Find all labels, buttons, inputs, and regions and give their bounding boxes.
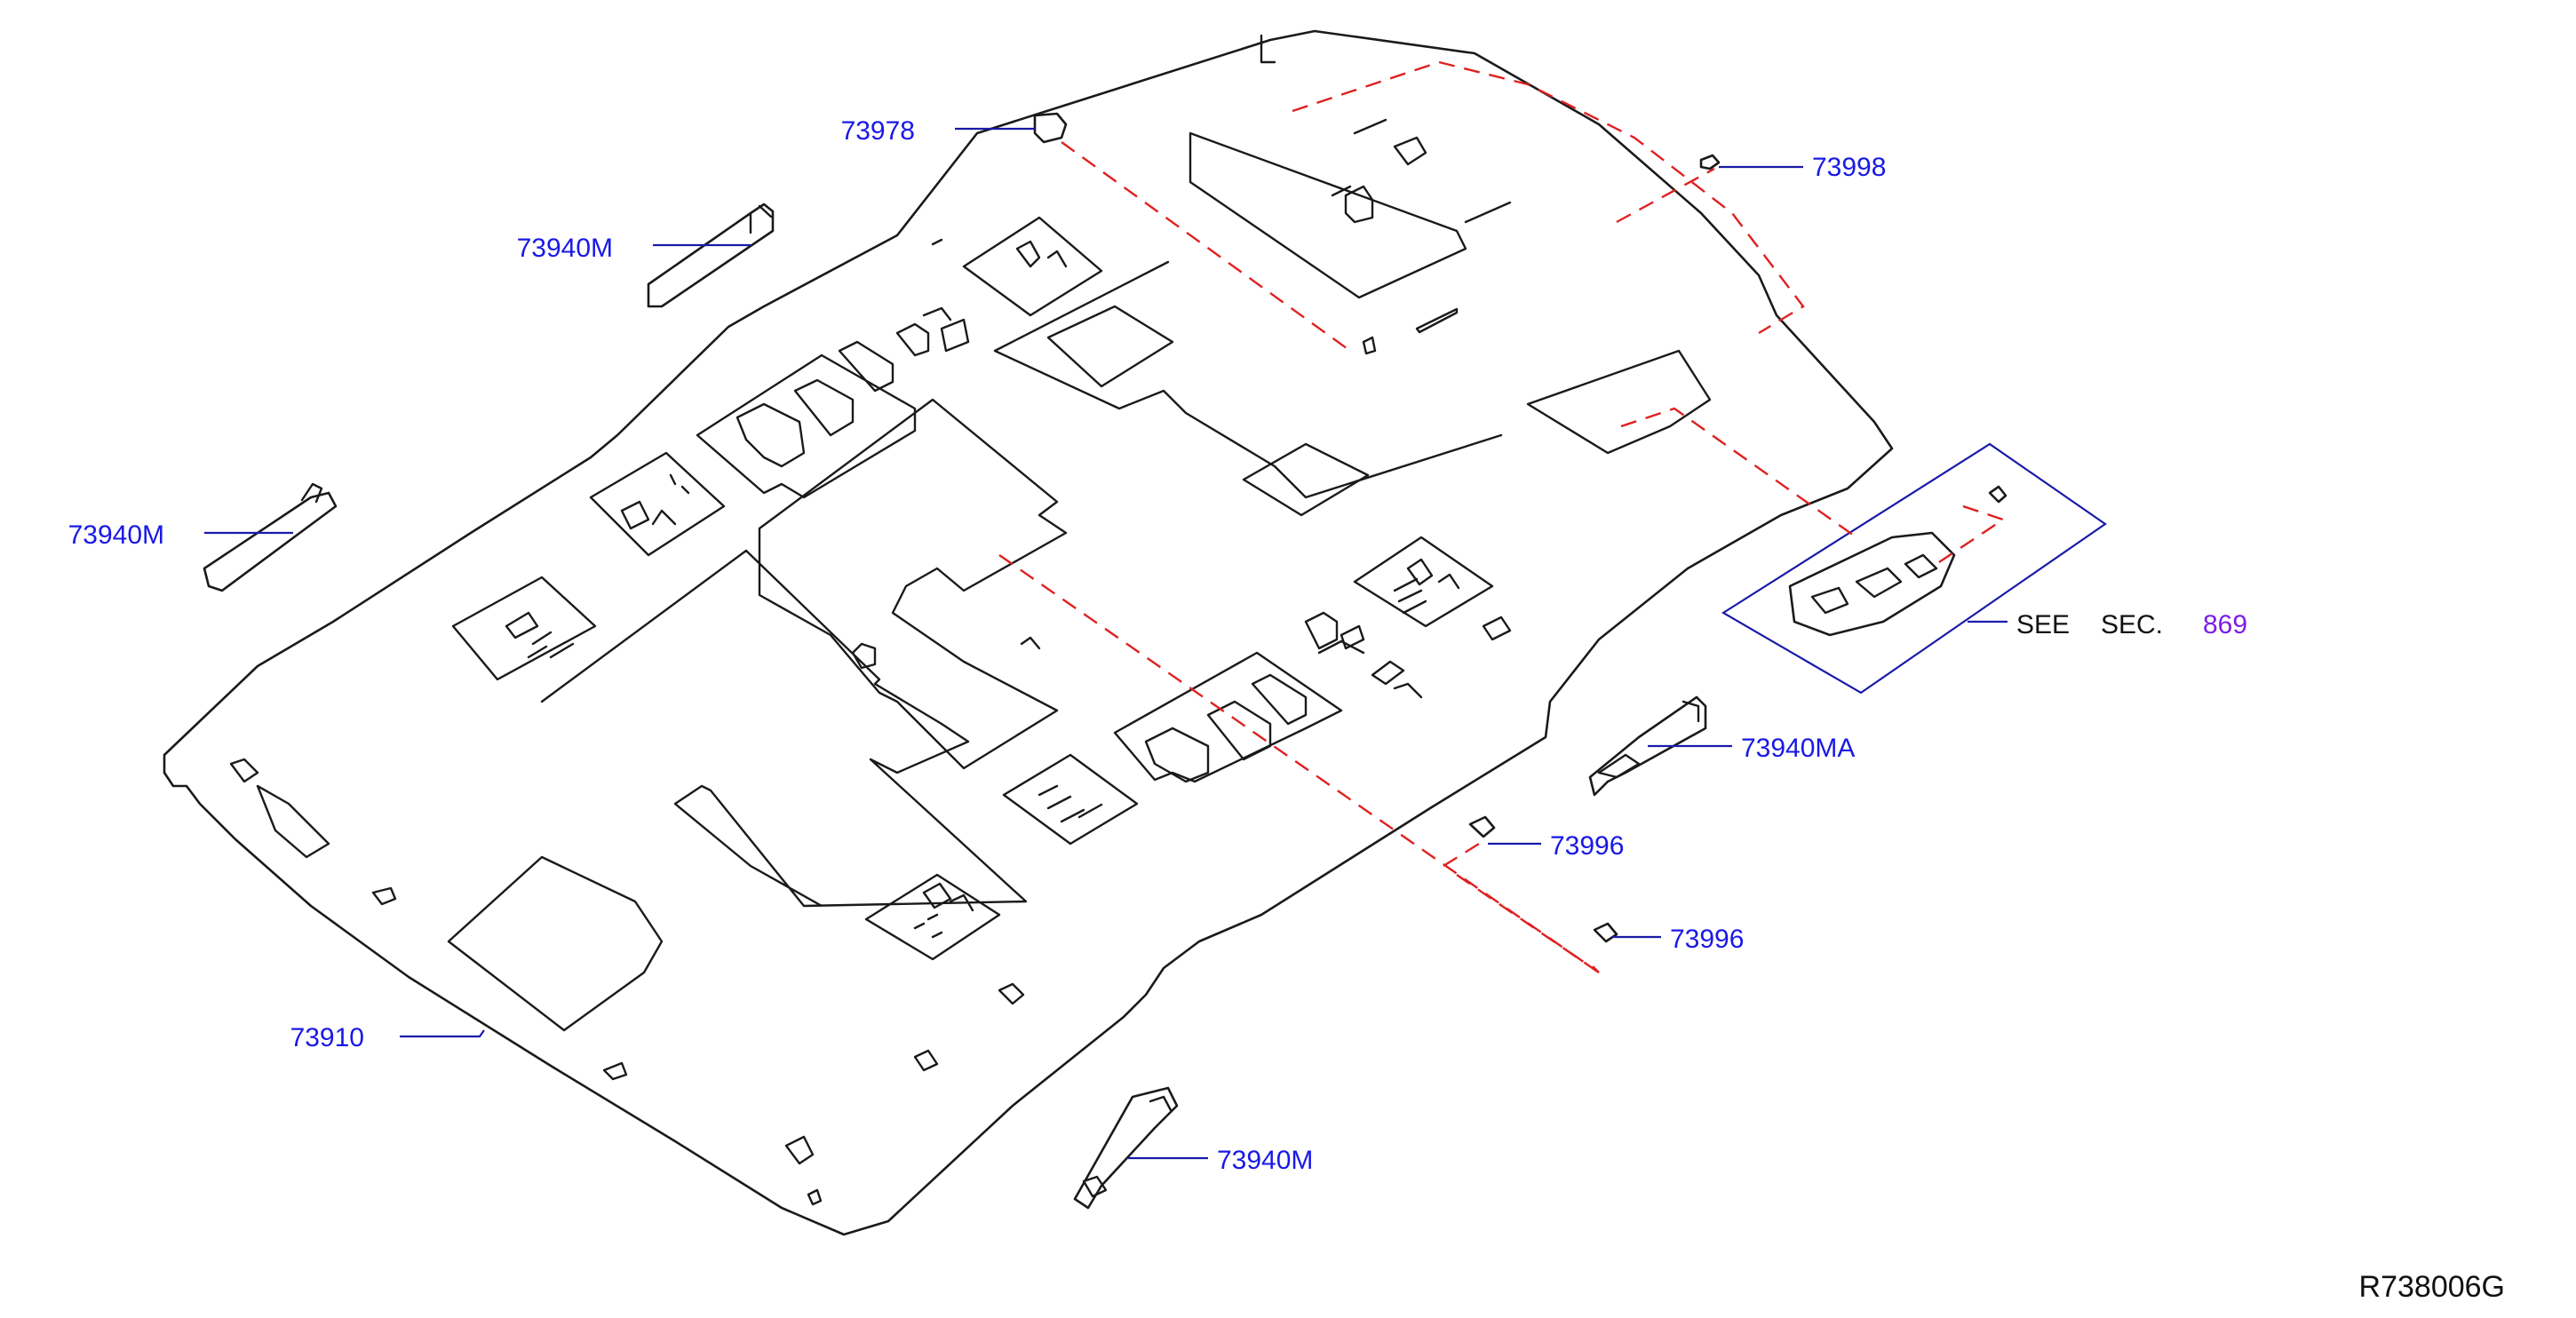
drawing-id: R738006G (2359, 1270, 2505, 1304)
sec-label: SEC. (2101, 610, 2163, 639)
lamp-panel-6 (864, 873, 1001, 961)
clip-73996b-shape (1593, 922, 1618, 943)
callout-73996-a: 73996 (1550, 831, 1624, 861)
callout-73940ma: 73940MA (1741, 734, 1855, 763)
quarter-trim-right (1526, 349, 1712, 455)
sunroof-frame-center (540, 549, 1028, 908)
console-left (696, 353, 917, 499)
callout-73940m-lower: 73940M (1217, 1146, 1313, 1175)
lamp-panel-3 (962, 216, 1103, 317)
callout-73940m-middle: 73940M (68, 520, 164, 550)
callout-73940m-upper: 73940M (517, 234, 613, 263)
see-label: SEE (2016, 610, 2070, 639)
lamp-panel-2 (589, 451, 726, 557)
section-869-link[interactable]: 869 (2203, 610, 2247, 639)
center-opening-rear (993, 260, 1503, 499)
lamp-panel-5 (1002, 753, 1139, 846)
clip-73996a-shape (1468, 815, 1496, 838)
section-869-box (1721, 442, 2107, 695)
sunroof-frame-front (758, 398, 1068, 770)
lamp-panel-1 (451, 576, 597, 681)
headlining-panel (163, 29, 1894, 1236)
callout-73978: 73978 (841, 116, 915, 146)
callout-73998: 73998 (1812, 153, 1886, 182)
grip-lower (1073, 1086, 1179, 1210)
clip-73978-shape (1033, 112, 1068, 144)
rear-window-recess (1189, 131, 1467, 299)
callout-73910: 73910 (290, 1023, 364, 1052)
centerlines (998, 60, 2006, 973)
leader-lines (204, 127, 2008, 1160)
callout-73996-b: 73996 (1670, 925, 1744, 954)
grip-upper-left (647, 202, 775, 308)
headlining-outline (163, 29, 1894, 1236)
end-clip-shape (1988, 485, 2008, 504)
grip-middle-left (203, 482, 338, 592)
rear-opening (447, 855, 664, 1032)
map-lamp-assembly (1788, 531, 1956, 637)
clip-73998-shape (1699, 154, 1721, 171)
lamp-panel-4 (1353, 536, 1494, 628)
reading-lamp-bracket (1344, 185, 1374, 224)
